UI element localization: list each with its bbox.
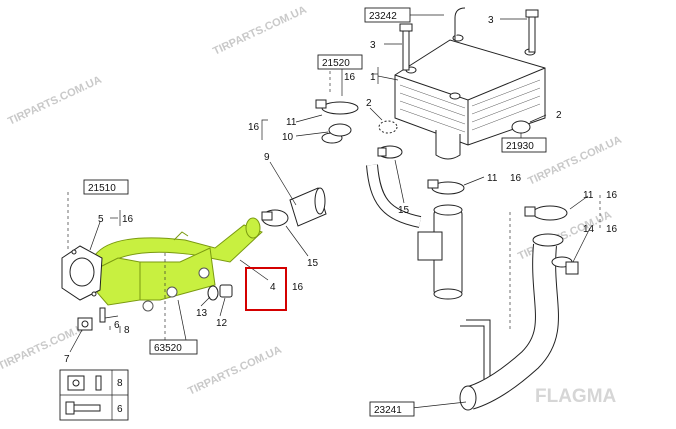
callout-15: 15 xyxy=(307,258,319,269)
clamp-upper-right xyxy=(377,145,403,159)
fastener-legend: 8 6 xyxy=(59,369,129,421)
clamp-11-right xyxy=(524,205,568,221)
bolt-3-left xyxy=(399,23,413,71)
leader-lines xyxy=(69,14,591,409)
callout-12: 12 xyxy=(216,318,228,329)
tee-pipe xyxy=(417,204,463,300)
ref-23241: 23241 xyxy=(369,401,415,417)
legend-row1-num: 8 xyxy=(117,378,123,389)
brand-watermark: FLAGMA xyxy=(535,386,617,407)
callout-16: 16 xyxy=(510,173,522,184)
callout-13: 13 xyxy=(196,308,208,319)
svg-text:21520: 21520 xyxy=(322,58,350,69)
svg-text:21930: 21930 xyxy=(506,141,534,152)
watermark-text: TIRPARTS.COM.UA xyxy=(6,74,103,128)
svg-text:23241: 23241 xyxy=(374,405,402,416)
lower-hose-to-tee xyxy=(366,164,422,228)
bolt-3-right xyxy=(525,9,539,53)
ref-21520: 21520 xyxy=(317,54,363,70)
right-hose xyxy=(459,233,564,411)
clamp-near-pipe xyxy=(261,209,289,227)
callout-1: 1 xyxy=(370,72,376,83)
nut-icon xyxy=(67,375,102,391)
callout-2: 2 xyxy=(556,110,562,121)
o-ring-2-right xyxy=(511,120,531,134)
callout-11: 11 xyxy=(583,190,594,201)
callout-16: 16 xyxy=(344,72,356,83)
clamp-14 xyxy=(551,256,579,275)
ref-21510: 21510 xyxy=(83,179,129,195)
upper-bent-hose xyxy=(321,132,421,263)
svg-text:21510: 21510 xyxy=(88,183,116,194)
callout-14: 14 xyxy=(583,224,595,235)
callout-3: 3 xyxy=(488,15,494,26)
callout-16: 16 xyxy=(606,224,618,235)
o-ring-2-left xyxy=(378,120,398,134)
callout-3: 3 xyxy=(370,40,376,51)
dashed-reference-lines xyxy=(67,65,601,340)
callout-6: 6 xyxy=(114,320,120,331)
clip-7 xyxy=(77,317,93,331)
callout-15: 15 xyxy=(398,205,410,216)
clamp-11-center xyxy=(427,179,465,195)
oil-cooler xyxy=(394,34,546,160)
dipstick-tube xyxy=(454,7,466,40)
legend-row2-num: 6 xyxy=(117,404,123,415)
callout-9: 9 xyxy=(264,152,270,163)
plug-12 xyxy=(219,284,233,298)
callout-16: 16 xyxy=(122,214,134,225)
bolt-icon xyxy=(65,401,101,415)
ref-21930: 21930 xyxy=(501,137,547,153)
callout-10: 10 xyxy=(282,132,294,143)
callout-16-dup: 16 xyxy=(344,72,356,83)
callout-16: 16 xyxy=(248,122,260,133)
bracket-6-8 xyxy=(109,326,121,333)
svg-text:23242: 23242 xyxy=(369,11,397,22)
callout-5: 5 xyxy=(98,214,104,225)
callout-16: 16 xyxy=(292,282,304,293)
bolt-6 xyxy=(99,307,106,323)
callout-2: 2 xyxy=(366,98,372,109)
callout-11: 11 xyxy=(487,173,498,184)
highlight-box xyxy=(245,267,287,311)
pipe-63520-highlighted xyxy=(94,217,263,312)
short-hose-9 xyxy=(289,187,327,227)
gasket-5 xyxy=(61,245,103,301)
washer-13 xyxy=(207,285,219,301)
watermark-text: TIRPARTS.COM.UA xyxy=(211,4,308,58)
callout-16: 16 xyxy=(606,190,618,201)
callout-7: 7 xyxy=(64,354,70,365)
clamp-10 xyxy=(328,123,352,137)
callout-11: 11 xyxy=(286,117,297,128)
svg-text:63520: 63520 xyxy=(154,343,182,354)
callout-labels: 3 16 3 16 1 2 2 16 11 10 9 15 15 11 16 1… xyxy=(64,15,618,365)
callout-4: 4 xyxy=(270,282,276,293)
ref-23242: 23242 xyxy=(364,7,411,23)
callout-8: 8 xyxy=(124,325,130,336)
clamp-11-top xyxy=(315,99,359,115)
ref-63520: 63520 xyxy=(149,339,198,355)
watermark-text: TIRPARTS.COM.UA xyxy=(186,344,283,398)
